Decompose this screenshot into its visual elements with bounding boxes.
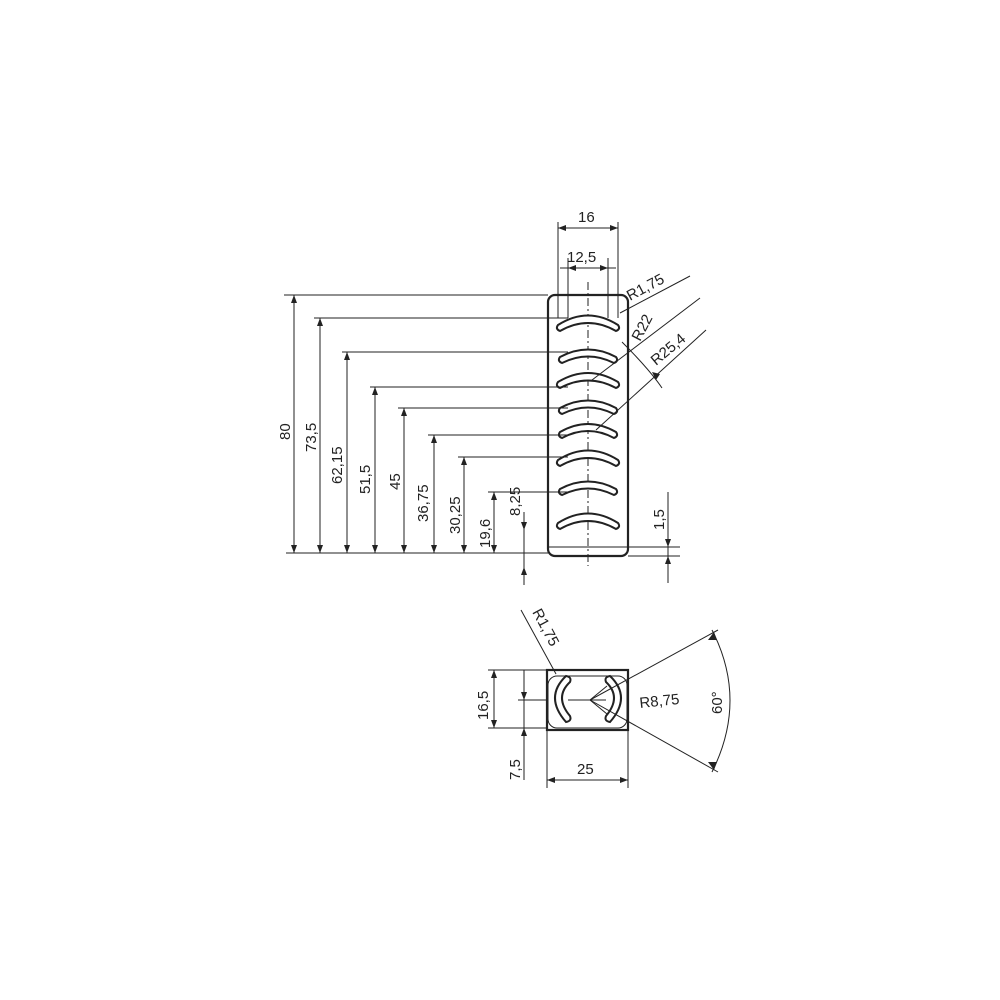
front-width-dimensions: 16 12,5: [557, 209, 619, 318]
dim-angle: 60°: [709, 691, 726, 714]
front-height-dimensions: 80 73,5 62,15 51,5 45 36,75 30,25 19,6 8…: [277, 294, 568, 585]
dim-slot-height: 16,5: [475, 691, 492, 720]
dim-base-offset: 1,5: [651, 509, 668, 530]
slot-8: [555, 512, 621, 531]
dim-offset: 7,5: [507, 759, 524, 780]
end-slot-right: [604, 674, 622, 724]
front-base-offset: 1,5: [628, 492, 680, 583]
dim-height-73-5: 73,5: [303, 423, 320, 452]
end-slot-left: [554, 674, 572, 724]
dim-width-outer: 16: [578, 209, 595, 226]
dim-height-19-6: 19,6: [477, 519, 494, 548]
dim-width-inner: 12,5: [567, 249, 596, 266]
dim-height-30-25: 30,25: [447, 496, 464, 534]
dim-height-80: 80: [277, 423, 294, 440]
dim-height-51-5: 51,5: [357, 465, 374, 494]
dim-width-end: 25: [577, 761, 594, 778]
label-r254: R25,4: [648, 330, 690, 369]
front-view: 16 12,5 R1,75 R22 R25,4: [277, 209, 707, 585]
dim-height-45: 45: [387, 473, 404, 490]
slot-5: [557, 423, 619, 440]
front-slots: [555, 314, 621, 531]
slot-7: [557, 480, 619, 497]
end-body-inner: [547, 675, 628, 729]
label-r175-end: R1,75: [528, 606, 562, 649]
slot-1: [555, 314, 621, 333]
slot-6: [555, 449, 621, 468]
dim-height-36-75: 36,75: [415, 484, 432, 522]
dim-height-8-25: 8,25: [507, 487, 524, 516]
label-r875: R8,75: [639, 691, 681, 712]
end-view: R1,75 16,5 7,5 25 R8,75 60°: [475, 606, 731, 788]
dim-height-62-15: 62,15: [329, 446, 346, 484]
label-r22: R22: [629, 312, 657, 344]
